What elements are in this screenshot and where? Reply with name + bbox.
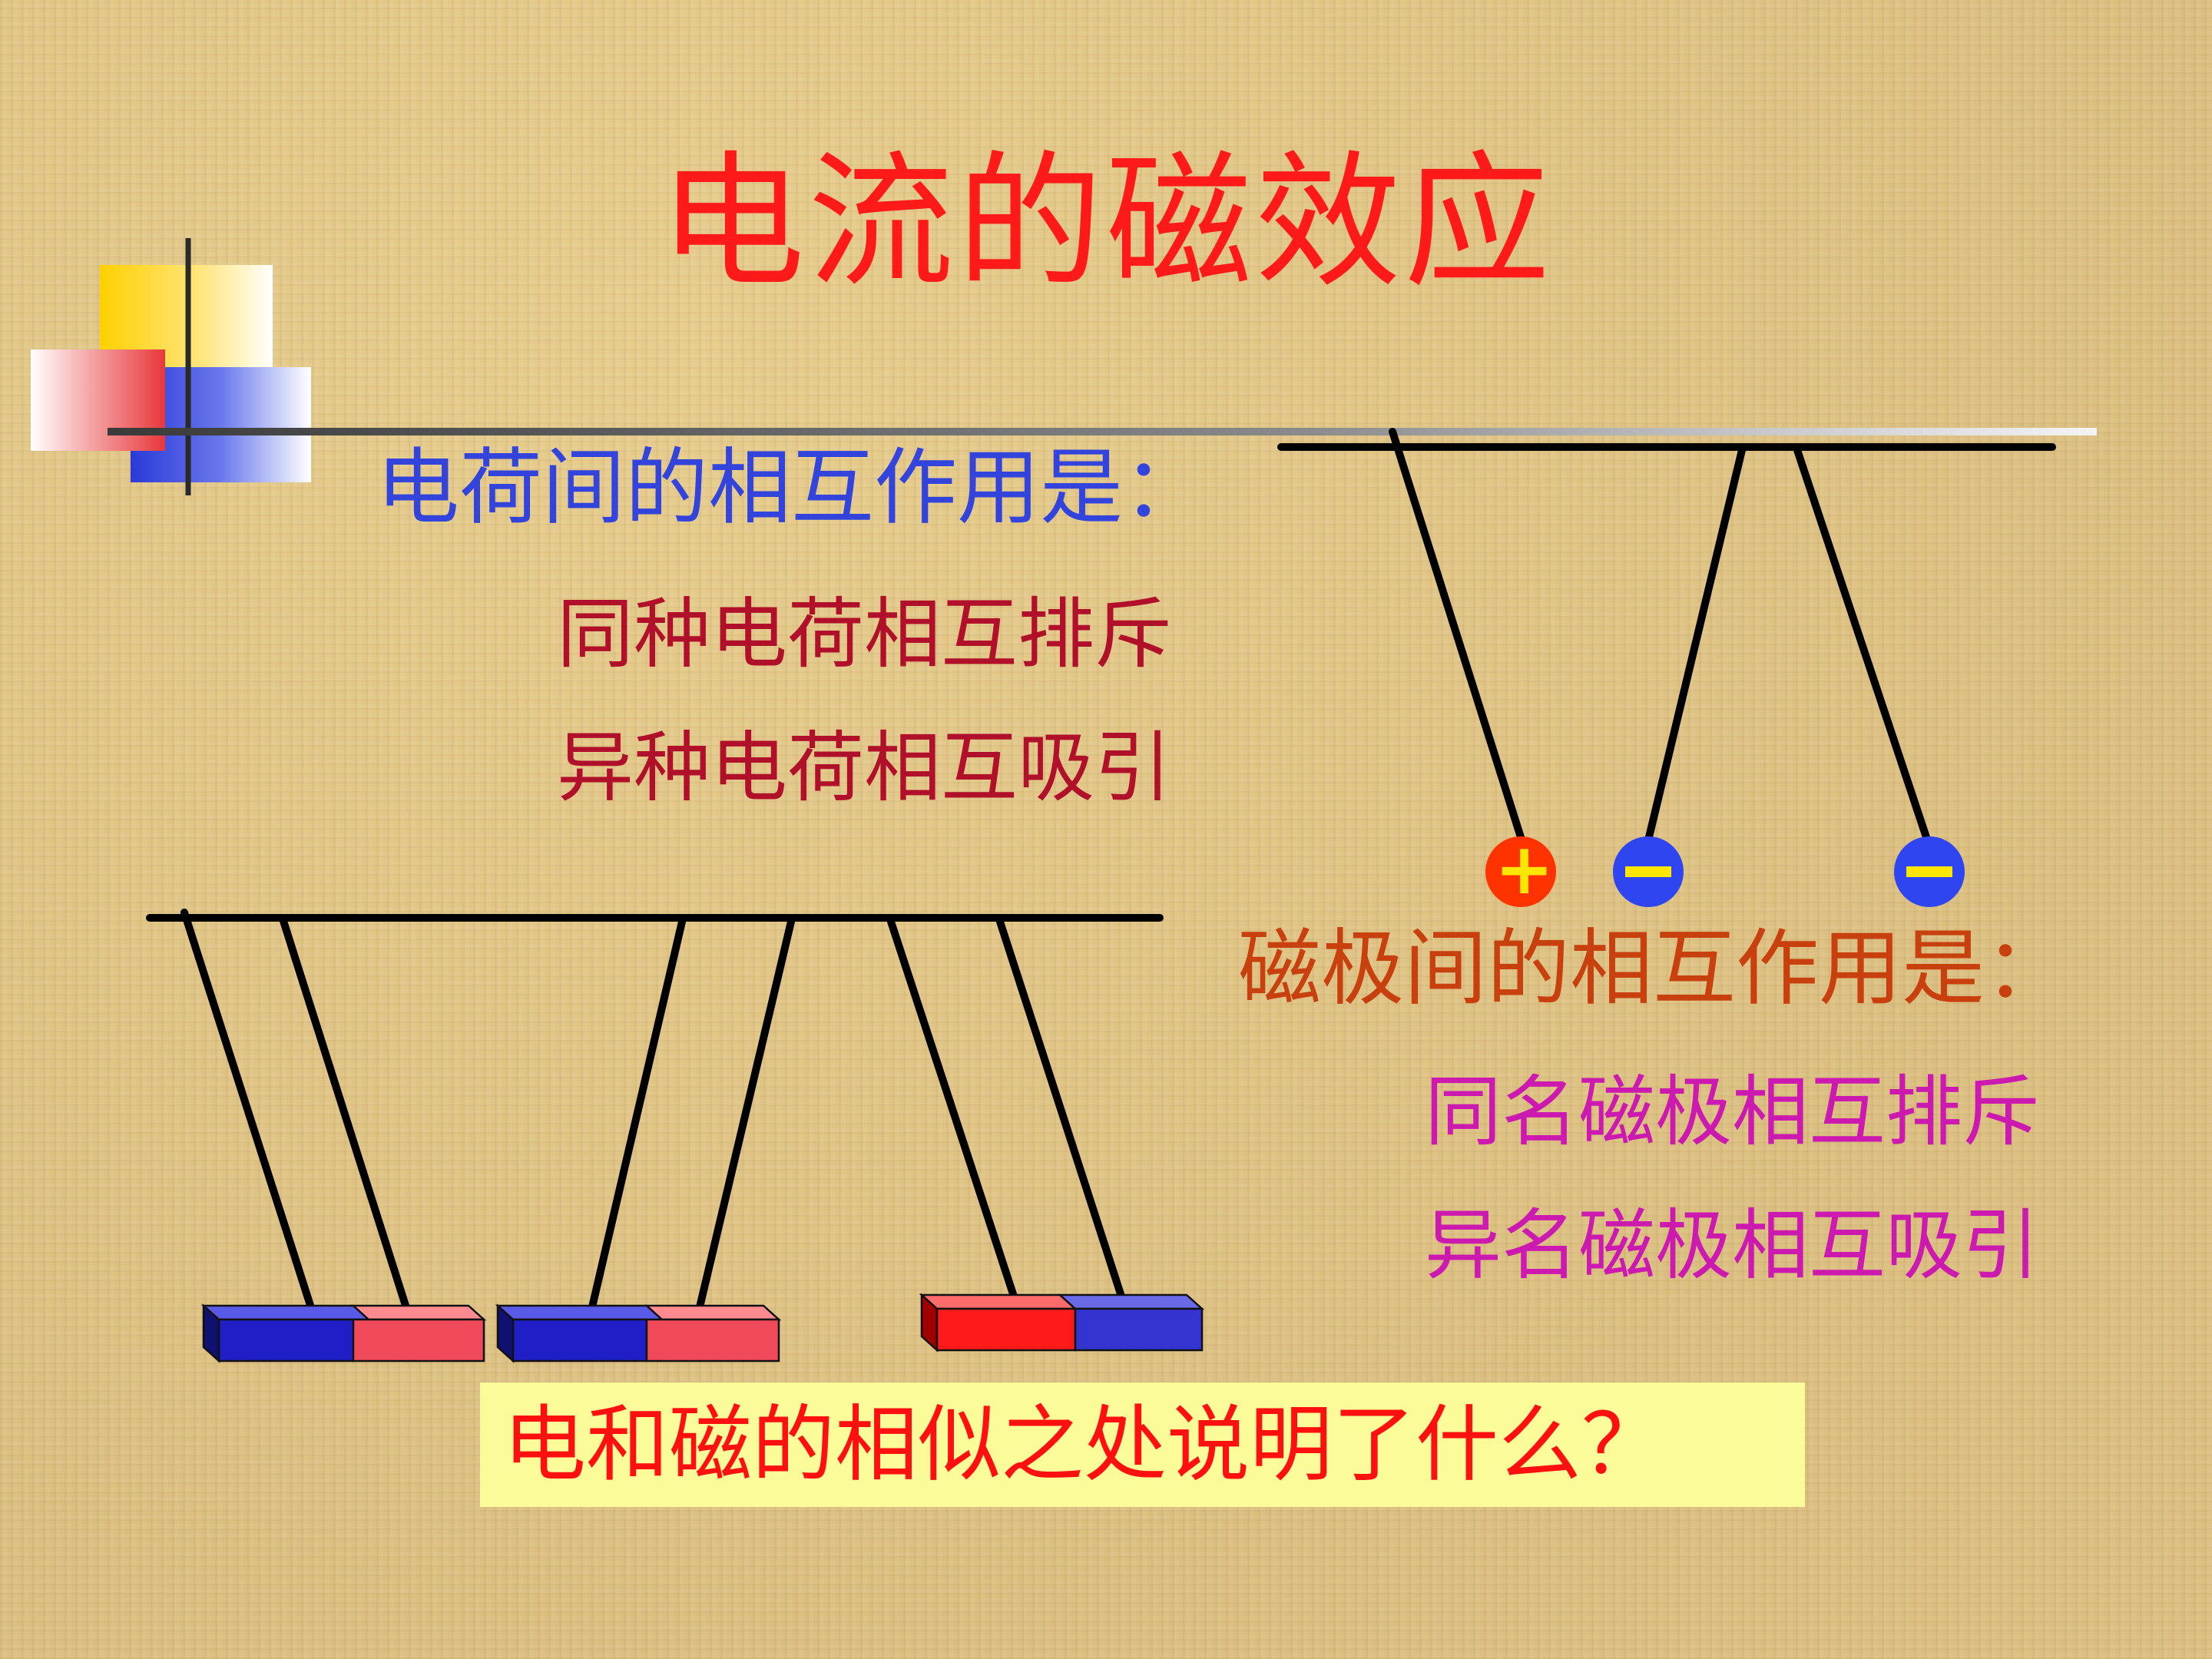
ornament bbox=[31, 238, 2097, 495]
charge-interaction-heading: 电荷间的相互作用是： bbox=[376, 440, 1207, 536]
plus-symbol: + bbox=[1495, 828, 1555, 910]
question-text: 电和磁的相似之处说明了什么？ bbox=[503, 1397, 1665, 1493]
header-rule bbox=[108, 428, 2097, 435]
magnet-3 bbox=[919, 1293, 1205, 1353]
positive-charge-ball bbox=[1485, 836, 1556, 907]
charge-string-1 bbox=[1389, 428, 1525, 841]
opposite-pole-attract: 异名磁极相互吸引 bbox=[1425, 1200, 2039, 1290]
charge-string-2 bbox=[1645, 446, 1746, 841]
magnet-interaction-heading: 磁极间的相互作用是： bbox=[1238, 921, 2068, 1017]
opposite-charge-attract: 异种电荷相互吸引 bbox=[557, 723, 1171, 813]
magnet-2 bbox=[495, 1303, 782, 1363]
page-title: 电流的磁效应 bbox=[658, 137, 1553, 307]
minus-symbol-1 bbox=[1625, 866, 1671, 877]
charge-diagram bbox=[1277, 428, 2056, 841]
magnet-diagram bbox=[146, 909, 1164, 1319]
same-pole-repel: 同名磁极相互排斥 bbox=[1425, 1067, 2039, 1157]
same-charge-repel: 同种电荷相互排斥 bbox=[557, 589, 1171, 679]
charge-string-3 bbox=[1793, 446, 1930, 841]
magnet-1 bbox=[200, 1303, 487, 1363]
question-box: 电和磁的相似之处说明了什么？ bbox=[480, 1382, 1805, 1507]
minus-symbol-2 bbox=[1906, 866, 1952, 877]
ornament-pink-square bbox=[31, 349, 165, 451]
charge-balls bbox=[1485, 836, 1965, 907]
